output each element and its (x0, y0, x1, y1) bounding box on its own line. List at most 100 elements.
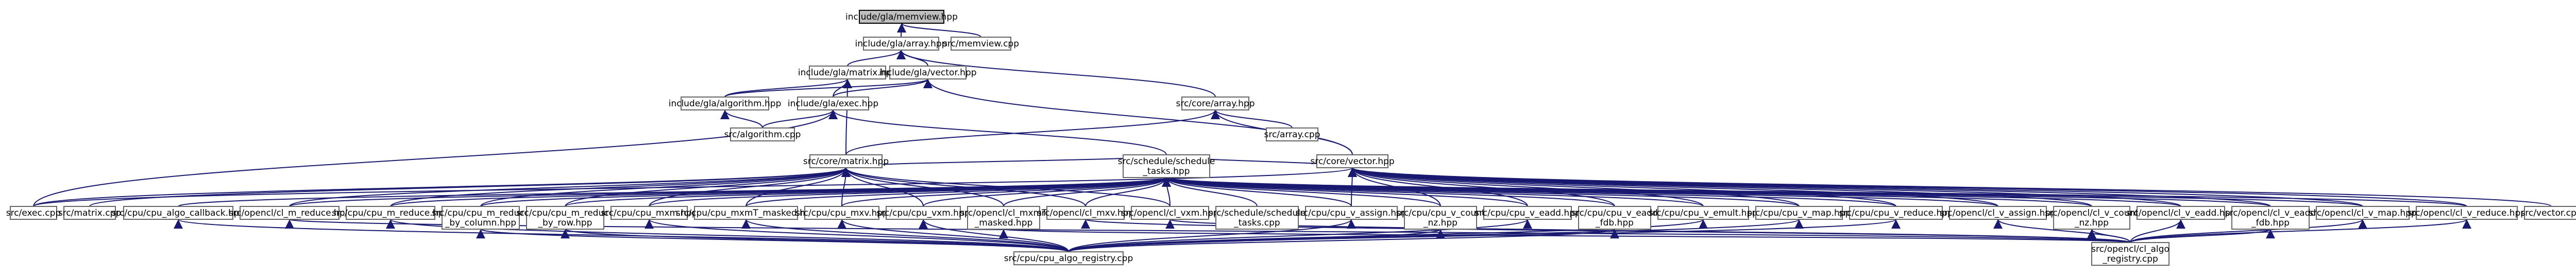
node-ocl-v-eadd-fdb[interactable]: src/opencl/cl_v_eadd_fdb.hpp (2225, 206, 2316, 230)
node-box (2416, 206, 2518, 220)
node-algorithm-hpp[interactable]: include/gla/algorithm.hpp (669, 97, 782, 110)
node-array-cpp[interactable]: src/array.cpp (1264, 127, 1320, 141)
node-box (797, 97, 869, 110)
node-box (1013, 251, 1124, 265)
node-sched-tasks-hpp[interactable]: src/schedule/schedule_tasks.hpp (1118, 154, 1215, 178)
edge-cpu_m_reduce_row-to-core_matrix_hpp (565, 167, 851, 207)
node-label: _nz.hpp (1423, 218, 1458, 228)
edge-ocl_algo_registry-to-ocl_v_count_nz (2087, 229, 2131, 243)
node-label: src/opencl/cl_v_eadd (2225, 208, 2316, 218)
node-ocl-v-map[interactable]: src/opencl/cl_v_map.hpp (2309, 206, 2417, 220)
node-ocl-vxm[interactable]: src/opencl/cl_vxm.hpp (1121, 206, 1219, 220)
node-cpu-m-reduce[interactable]: src/cpu/cpu_m_reduce.hpp (332, 206, 449, 220)
node-ocl-v-reduce[interactable]: src/opencl/cl_v_reduce.hpp (2408, 206, 2526, 220)
edge-cpu_algo_registry-to-cpu_mxm (645, 219, 1069, 252)
node-box (1215, 206, 1299, 230)
node-box (2231, 206, 2310, 230)
node-box (2524, 206, 2576, 220)
node-label: src/algorithm.cpp (724, 130, 801, 140)
node-box (2137, 206, 2225, 220)
node-cpu-v-reduce[interactable]: src/cpu/cpu_v_reduce.hpp (1839, 206, 1953, 220)
node-exec-hpp[interactable]: include/gla/exec.hpp (788, 97, 878, 110)
node-box (1305, 206, 1398, 220)
node-matrix-cpp[interactable]: src/matrix.cpp (58, 206, 121, 220)
node-box (123, 206, 233, 220)
node-cpu-v-assign[interactable]: src/cpu/cpu_v_assign.hpp (1295, 206, 1408, 220)
edge-cpu_v_count_nz-to-sched_tasks_hpp (1162, 177, 1441, 207)
node-label: src/core/array.hpp (1176, 99, 1255, 109)
node-box (2091, 242, 2170, 266)
node-cpu-v-map[interactable]: src/cpu/cpu_v_map.hpp (1748, 206, 1851, 220)
node-label: _by_column.hpp (445, 218, 516, 228)
node-sched-tasks-cpp[interactable]: src/schedule/schedule_tasks.cpp (1209, 206, 1306, 230)
node-core-vector-hpp[interactable]: src/core/vector.hpp (1310, 154, 1395, 168)
node-box (1578, 206, 1651, 230)
node-cpu-v-eadd-fdb[interactable]: src/cpu/cpu_v_eadd_fdb.hpp (1571, 206, 1658, 230)
node-ocl-v-assign[interactable]: src/opencl/cl_v_assign.hpp (1940, 206, 2056, 220)
node-cpu-mxm[interactable]: src/cpu/cpu_mxm.hpp (601, 206, 698, 220)
node-ocl-mxv[interactable]: src/opencl/cl_mxv.hpp (1037, 206, 1134, 220)
node-label: src/memview.cpp (943, 39, 1019, 49)
node-label: src/opencl/cl_v_assign.hpp (1940, 208, 2056, 218)
edge-exec_cpp-to-core_matrix_hpp (33, 167, 851, 207)
node-ocl-v-eadd[interactable]: src/opencl/cl_v_eadd.hpp (2126, 206, 2236, 220)
node-cpu-algo-registry[interactable]: src/cpu/cpu_algo_registry.cpp (1004, 251, 1133, 265)
node-ocl-mxmT-masked[interactable]: src/opencl/cl_mxmT_masked.hpp (960, 206, 1048, 230)
node-matrix-hpp[interactable]: include/gla/matrix.hpp (798, 66, 897, 79)
node-ocl-algo-registry[interactable]: src/opencl/cl_algo_registry.cpp (2091, 242, 2170, 266)
node-cpu-m-reduce-row[interactable]: src/cpu/cpu_m_reduce_by_row.hpp (516, 206, 614, 230)
edge-ocl_algo_registry-to-ocl_v_reduce (2130, 219, 2471, 243)
node-cpu-v-count-nz[interactable]: src/cpu/cpu_v_count_nz.hpp (1396, 206, 1485, 230)
node-label: src/cpu/cpu_algo_callback.hpp (112, 208, 245, 218)
edge-cpu_algo_registry-to-cpu_algo_callback (174, 219, 1069, 252)
node-cpu-vxm[interactable]: src/cpu/cpu_vxm.hpp (876, 206, 970, 220)
node-label: src/opencl/cl_mxmT (960, 208, 1048, 218)
node-cpu-mxmT-masked[interactable]: src/cpu/cpu_mxmT_masked.hpp (676, 206, 817, 220)
node-box (1181, 97, 1249, 110)
edge-cpu_mxm-to-core_matrix_hpp (649, 167, 851, 207)
node-label: src/cpu/cpu_m_reduce (432, 208, 530, 218)
edge-cpu_mxv-to-sched_tasks_hpp (841, 177, 1171, 207)
node-label: src/cpu/cpu_v_reduce.hpp (1839, 208, 1953, 218)
node-vector-cpp[interactable]: src/vector.cpp (2520, 206, 2576, 220)
node-ocl-v-count-nz[interactable]: src/opencl/cl_v_count_nz.hpp (2045, 206, 2139, 230)
node-label: src/cpu/cpu_mxm.hpp (601, 208, 698, 218)
node-label: src/core/vector.hpp (1310, 156, 1394, 167)
node-box (951, 37, 1011, 51)
node-cpu-algo-callback[interactable]: src/cpu/cpu_algo_callback.hpp (112, 206, 245, 220)
node-array-hpp[interactable]: include/gla/array.hpp (855, 37, 947, 51)
node-exec-cpp[interactable]: src/exec.cpp (6, 206, 61, 220)
edge-cpu_algo_registry-to-cpu_m_reduce_row (561, 229, 1069, 252)
node-vector-hpp[interactable]: include/gla/vector.hpp (879, 66, 977, 79)
node-box (1657, 206, 1749, 220)
node-label: src/opencl/cl_vxm.hpp (1121, 208, 1219, 218)
edge-cpu_m_reduce_col-to-core_matrix_hpp (480, 167, 851, 207)
node-cpu-mxv[interactable]: src/cpu/cpu_mxv.hpp (795, 206, 888, 220)
node-label: src/opencl/cl_v_eadd.hpp (2126, 208, 2236, 218)
node-algorithm-cpp[interactable]: src/algorithm.cpp (724, 127, 801, 141)
node-core-matrix-hpp[interactable]: src/core/matrix.hpp (803, 154, 889, 168)
node-label: _tasks.hpp (1143, 166, 1190, 176)
node-box (1404, 206, 1477, 230)
node-memview-hpp[interactable]: include/gla/memview.hpp (845, 10, 958, 24)
node-label: src/array.cpp (1264, 130, 1320, 140)
node-ocl-m-reduce[interactable]: src/opencl/cl_m_reduce.hpp (229, 206, 351, 220)
node-label: src/opencl/cl_v_reduce.hpp (2408, 208, 2526, 218)
node-label: src/opencl/cl_v_map.hpp (2309, 208, 2416, 218)
node-cpu-m-reduce-col[interactable]: src/cpu/cpu_m_reduce_by_column.hpp (432, 206, 530, 230)
node-box (1123, 154, 1210, 178)
node-core-array-hpp[interactable]: src/core/array.hpp (1176, 97, 1255, 110)
edge-cpu_algo_registry-to-cpu_vxm (919, 219, 1069, 252)
node-label: include/gla/array.hpp (855, 39, 947, 49)
node-label: src/cpu/cpu_v_map.hpp (1748, 208, 1851, 218)
edge-array_hpp-to-memview_hpp (896, 23, 906, 38)
node-cpu-v-eadd[interactable]: src/cpu/cpu_v_eadd.hpp (1475, 206, 1581, 220)
node-box (442, 206, 520, 230)
node-box (967, 206, 1040, 230)
node-box (804, 206, 879, 220)
node-label: src/exec.cpp (6, 208, 61, 218)
edge-cpu_mxm-to-sched_tasks_hpp (649, 177, 1171, 207)
node-memview-cpp[interactable]: src/memview.cpp (943, 37, 1019, 51)
node-cpu-v-emult[interactable]: src/cpu/cpu_v_emult.hpp (1649, 206, 1758, 220)
